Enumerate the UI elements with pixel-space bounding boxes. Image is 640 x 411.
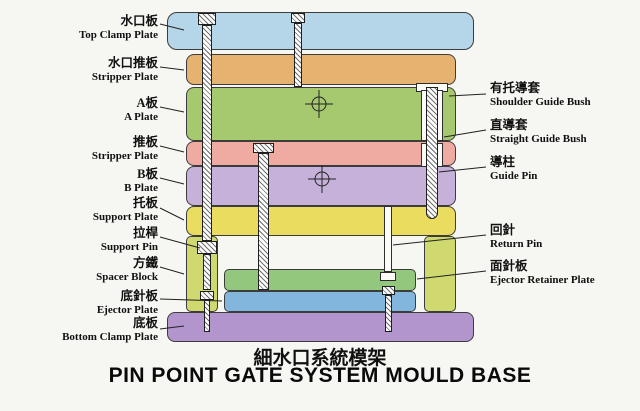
stripper-plate-mid — [186, 141, 456, 166]
bolt-left-head — [200, 291, 214, 300]
label-en: A Plate — [124, 110, 158, 123]
label-en: Straight Guide Bush — [490, 132, 587, 145]
leader-line — [159, 207, 185, 221]
label-zh: 有托導套 — [490, 81, 541, 95]
label-en: Stripper Plate — [91, 70, 158, 83]
support-pillar-shaft — [258, 153, 269, 290]
support-pin-lower — [203, 254, 211, 290]
label-zh: 水口板 — [120, 14, 158, 28]
bolt-right-shaft — [385, 295, 392, 332]
diagram-title-chinese: 細水口系統模架 — [253, 348, 387, 369]
label-en: B Plate — [124, 181, 158, 194]
return-pin-shaft — [384, 206, 392, 272]
label-en: Spacer Block — [96, 270, 158, 283]
leader-line — [159, 66, 185, 71]
return-pin-head — [380, 272, 396, 281]
label-en: Top Clamp Plate — [78, 28, 158, 41]
support-pin-collar — [197, 241, 217, 254]
bottom-clamp-plate — [167, 312, 474, 342]
leader-line — [159, 145, 185, 153]
spacer-block-right — [424, 236, 456, 312]
label-zh: 底針板 — [120, 289, 158, 303]
label-zh: 水口推板 — [107, 56, 158, 70]
leader-line — [159, 106, 185, 113]
label-zh: 回針 — [490, 223, 516, 237]
b-plate — [186, 166, 456, 206]
label-zh: 導柱 — [490, 155, 516, 169]
label-en: Ejector Plate — [96, 303, 158, 316]
label-en: Shoulder Guide Bush — [490, 95, 591, 108]
ejector-retainer-plate — [224, 269, 416, 291]
label-zh: A板 — [136, 96, 158, 110]
diagram-title-english: PIN POINT GATE SYSTEM MOULD BASE — [108, 364, 532, 387]
stripper-plate-top — [186, 54, 456, 85]
label-en: Support Pin — [100, 240, 158, 253]
a-plate — [186, 87, 456, 141]
puller-bolt-head — [291, 13, 305, 23]
label-zh: 面針板 — [490, 259, 528, 273]
top-clamp-plate — [167, 12, 474, 50]
label-en: Ejector Retainer Plate — [490, 273, 595, 286]
label-en: Support Plate — [92, 210, 158, 223]
guide-pin — [426, 87, 438, 219]
label-en: Bottom Clamp Plate — [62, 330, 158, 343]
label-zh: 底板 — [132, 316, 158, 330]
label-en: Return Pin — [490, 237, 543, 250]
puller-bolt-shaft — [294, 23, 302, 87]
label-en: Guide Pin — [490, 169, 538, 182]
label-en: Stripper Plate — [91, 149, 158, 162]
label-zh: 推板 — [132, 135, 158, 149]
bolt-left-shaft — [204, 300, 210, 332]
label-zh: 方鐵 — [132, 256, 158, 270]
label-zh: 拉桿 — [132, 226, 158, 240]
support-plate — [186, 206, 456, 236]
label-zh: 直導套 — [490, 118, 528, 132]
ejector-plate — [224, 291, 416, 312]
support-pin-head — [198, 13, 216, 25]
support-pillar-head — [253, 143, 274, 153]
support-pin-shaft — [202, 25, 212, 241]
label-zh: 托板 — [132, 196, 158, 210]
bolt-right-head — [382, 286, 395, 295]
leader-line — [159, 266, 185, 275]
label-zh: B板 — [137, 167, 158, 181]
leader-line — [159, 177, 185, 185]
